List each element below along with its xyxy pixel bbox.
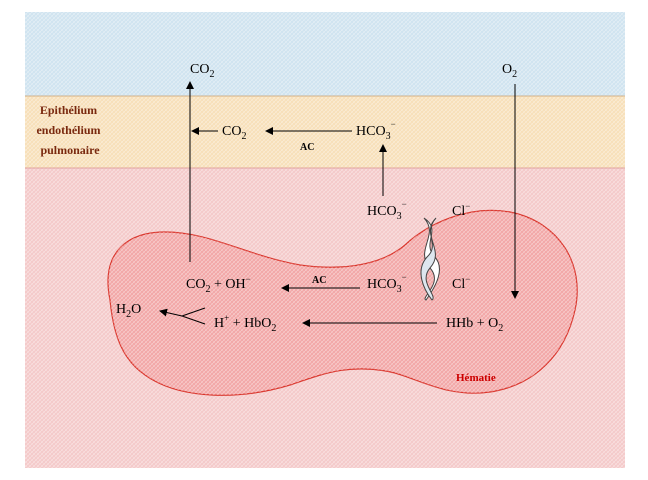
epithelium-label: Epithélium endothélium pulmonaire: [36, 103, 103, 157]
h-hbo2: H+ + HbO2: [214, 313, 276, 334]
o2-air: O2: [502, 62, 517, 80]
hco3-epithelium: HCO3−: [356, 119, 396, 142]
co2-oh-cell: CO2 + OH−: [186, 274, 251, 295]
hco3-cell: HCO3−: [367, 272, 407, 295]
cl-plasma: Cl−: [452, 201, 470, 219]
co2-air: CO2: [190, 62, 214, 80]
cl-cell: Cl−: [452, 274, 470, 292]
red-blood-cell-label: Hématie: [456, 372, 496, 384]
arrow-to-h2o: [159, 308, 183, 317]
ac-epithelium-label: AC: [300, 142, 314, 153]
hco3-plasma: HCO3−: [367, 199, 407, 222]
co2-epithelium: CO2: [222, 124, 246, 142]
h2o: H2O: [116, 302, 141, 320]
anion-exchanger-icon: [420, 217, 440, 301]
hhb-o2: HHb + O2: [446, 316, 503, 334]
ac-cell-label: AC: [312, 275, 326, 286]
